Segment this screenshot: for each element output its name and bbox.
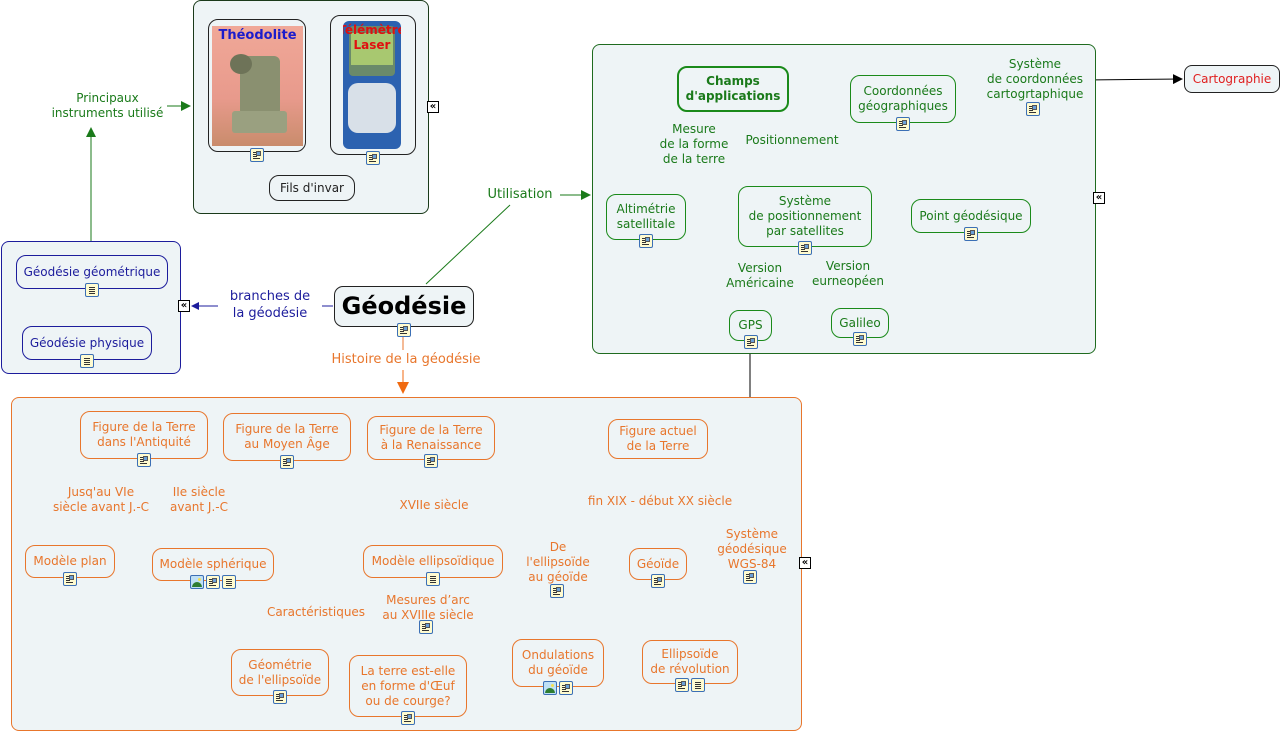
note-with-image-icon[interactable] [206, 575, 220, 589]
note-icon[interactable] [426, 572, 440, 586]
mesures-arc-icons [419, 620, 433, 634]
node-geodesie-geometrique[interactable]: Géodésie géométrique [16, 255, 168, 297]
branches-group: Géodésie géométrique Géodésie physique [1, 241, 181, 374]
wgs84-icons [743, 570, 757, 584]
note-with-image-icon[interactable] [424, 454, 438, 468]
label-positionnement: Positionnement [740, 133, 844, 148]
note-icon[interactable] [222, 575, 236, 589]
link-root-utilisation [425, 204, 511, 285]
node-geometrie-ellipsoide[interactable]: Géométrie de l'ellipsoïde [231, 649, 329, 704]
label-ellipsoide-geoide: De l'ellipsoïde au géoïde [518, 540, 598, 585]
theodolite-image: Théodolite [212, 26, 303, 146]
note-with-image-icon[interactable] [419, 620, 433, 634]
label-caracteristiques: Caractéristiques [262, 605, 370, 620]
note-with-image-icon[interactable] [651, 574, 665, 588]
label-systeme-coordonnees: Système de coordonnées cartogrtaphique [982, 57, 1088, 102]
node-figure-actuel[interactable]: Figure actuel de la Terre [608, 419, 708, 459]
telemetre-image: Télémètre Laser [343, 21, 401, 149]
label-histoire: Histoire de la géodésie [320, 352, 492, 367]
note-icon[interactable] [691, 678, 705, 692]
instruments-group: Théodolite Télémètre Laser Fils d'invar [193, 0, 429, 214]
node-modele-ellipsoidique[interactable]: Modèle ellipsoïdique [363, 545, 503, 586]
node-positionnement-satellites[interactable]: Système de positionnement par satellites [738, 186, 872, 255]
node-telemetre[interactable]: Télémètre Laser [330, 15, 416, 165]
note-with-image-icon[interactable] [250, 148, 264, 162]
node-geodesie-physique[interactable]: Géodésie physique [22, 326, 152, 368]
node-point-geodesique[interactable]: Point géodésique [911, 199, 1031, 241]
collapse-branches-icon[interactable]: « [178, 300, 190, 312]
node-renaissance[interactable]: Figure de la Terre à la Renaissance [367, 416, 495, 468]
image-icon[interactable] [543, 681, 557, 695]
note-icon[interactable] [80, 354, 94, 368]
telemetre-label: Télémètre Laser [343, 23, 401, 52]
collapse-histoire-icon[interactable]: « [799, 557, 811, 569]
label-principaux-instruments: Principaux instruments utilisé [48, 91, 167, 121]
node-fils-invar[interactable]: Fils d'invar [269, 175, 355, 201]
node-cartographie[interactable]: Cartographie [1184, 65, 1280, 93]
note-with-image-icon[interactable] [639, 234, 653, 248]
image-icon[interactable] [190, 575, 204, 589]
note-with-image-icon[interactable] [743, 570, 757, 584]
note-with-image-icon[interactable] [280, 455, 294, 469]
collapse-instruments-icon[interactable]: « [427, 101, 439, 113]
label-iie-siecle: IIe siècle avant J.-C [160, 485, 238, 515]
label-mesure-forme: Mesure de la forme de la terre [652, 122, 736, 167]
node-ellipsoide-revolution[interactable]: Ellipsoïde de révolution [642, 640, 738, 692]
systeme-coord-icons [1026, 102, 1040, 116]
node-theodolite[interactable]: Théodolite [208, 19, 306, 162]
node-oeuf-courge[interactable]: La terre est-elle en forme d'Œuf ou de c… [349, 655, 467, 725]
label-branches: branches de la géodésie [218, 288, 322, 322]
label-xviie-siecle: XVIIe siècle [390, 498, 478, 513]
note-with-image-icon[interactable] [559, 681, 573, 695]
note-with-image-icon[interactable] [964, 227, 978, 241]
note-with-image-icon[interactable] [63, 572, 77, 586]
node-champs-applications[interactable]: Champs d'applications [677, 66, 789, 112]
node-coordonnees[interactable]: Coordonnées géographiques [850, 75, 956, 131]
label-version-europeen: Version eurneopéen [806, 259, 890, 289]
theodolite-label: Théodolite [218, 28, 297, 43]
note-with-image-icon[interactable] [896, 117, 910, 131]
collapse-applications-icon[interactable]: « [1093, 192, 1105, 204]
node-geoide[interactable]: Géoïde [629, 548, 687, 588]
note-with-image-icon[interactable] [550, 584, 564, 598]
note-with-image-icon[interactable] [397, 323, 411, 337]
node-modele-plan[interactable]: Modèle plan [25, 545, 115, 586]
note-with-image-icon[interactable] [743, 335, 758, 349]
note-icon[interactable] [85, 283, 99, 297]
ellipsoide-geoide-icons [550, 584, 564, 598]
node-altimetrie[interactable]: Altimétrie satellitale [606, 194, 686, 248]
node-gps[interactable]: GPS [729, 310, 772, 349]
label-mesures-arc: Mesures d’arc au XVIIIe siècle [374, 593, 482, 623]
note-with-image-icon[interactable] [366, 151, 380, 165]
label-wgs84: Système géodésique WGS-84 [712, 527, 792, 572]
label-utilisation: Utilisation [480, 187, 560, 202]
node-modele-spherique[interactable]: Modèle sphérique [152, 548, 274, 589]
node-antiquite[interactable]: Figure de la Terre dans l'Antiquité [80, 411, 208, 467]
node-galileo[interactable]: Galileo [831, 308, 889, 346]
note-with-image-icon[interactable] [853, 332, 867, 346]
label-fin-xix: fin XIX - début XX siècle [580, 494, 740, 509]
node-ondulations[interactable]: Ondulations du géoïde [512, 639, 604, 695]
root-node-geodesie[interactable]: Géodésie [334, 286, 474, 337]
note-with-image-icon[interactable] [137, 453, 151, 467]
theodolite-icons [250, 148, 264, 162]
label-version-americaine: Version Américaine [722, 261, 798, 291]
node-moyen-age[interactable]: Figure de la Terre au Moyen Âge [223, 413, 351, 469]
note-with-image-icon[interactable] [401, 711, 415, 725]
note-with-image-icon[interactable] [798, 241, 812, 255]
note-with-image-icon[interactable] [675, 678, 689, 692]
note-with-image-icon[interactable] [1026, 102, 1040, 116]
label-jusquau-vie: Jusq'au VIe siècle avant J.-C [46, 485, 156, 515]
telemetre-icons [366, 151, 380, 165]
note-with-image-icon[interactable] [273, 690, 287, 704]
